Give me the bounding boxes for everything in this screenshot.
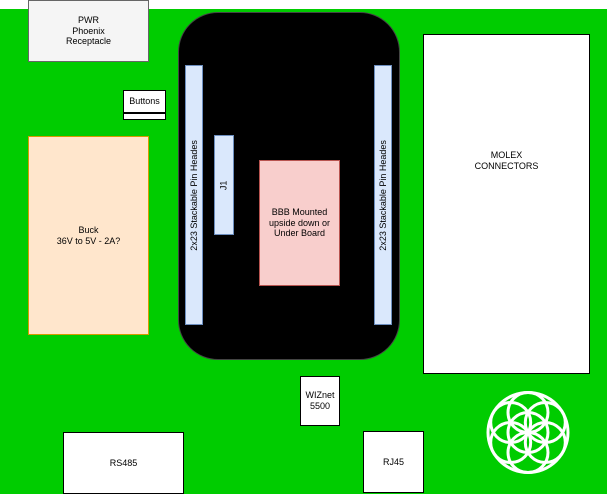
rs485-connector: RS485 [63,432,184,494]
wiznet-module: WIZnet 5500 [300,376,340,426]
pwr-phoenix-receptacle: PWR Phoenix Receptacle [28,0,149,62]
flower-of-life-logo-icon [486,391,570,474]
j1-connector: J1 [214,135,234,235]
buttons-block: Buttons [123,90,166,120]
buck-converter: Buck 36V to 5V - 2A? [28,136,149,335]
bbb-label: BBB Mounted upside down or Under Board [268,206,331,239]
bbb-module: BBB Mounted upside down or Under Board [259,160,340,286]
pin-header-right: 2x23 Stackable Pin Heades [374,65,392,325]
molex-connectors: MOLEX CONNECTORS [423,34,590,374]
molex-label: MOLEX CONNECTORS [474,150,539,171]
j1-label: J1 [218,180,229,190]
buttons-label: Buttons [129,96,160,106]
buttons-underline [124,112,165,114]
buck-label: Buck 36V to 5V - 2A? [56,224,121,246]
rj45-label: RJ45 [382,456,404,467]
rj45-connector: RJ45 [363,431,424,493]
pin-header-left-label: 2x23 Stackable Pin Heades [188,139,199,251]
rs485-label: RS485 [109,457,138,468]
pwr-label: PWR Phoenix Receptacle [65,14,112,47]
pin-header-right-label: 2x23 Stackable Pin Heades [377,139,388,251]
pin-header-left: 2x23 Stackable Pin Heades [185,65,203,325]
wiznet-label: WIZnet 5500 [305,390,335,411]
